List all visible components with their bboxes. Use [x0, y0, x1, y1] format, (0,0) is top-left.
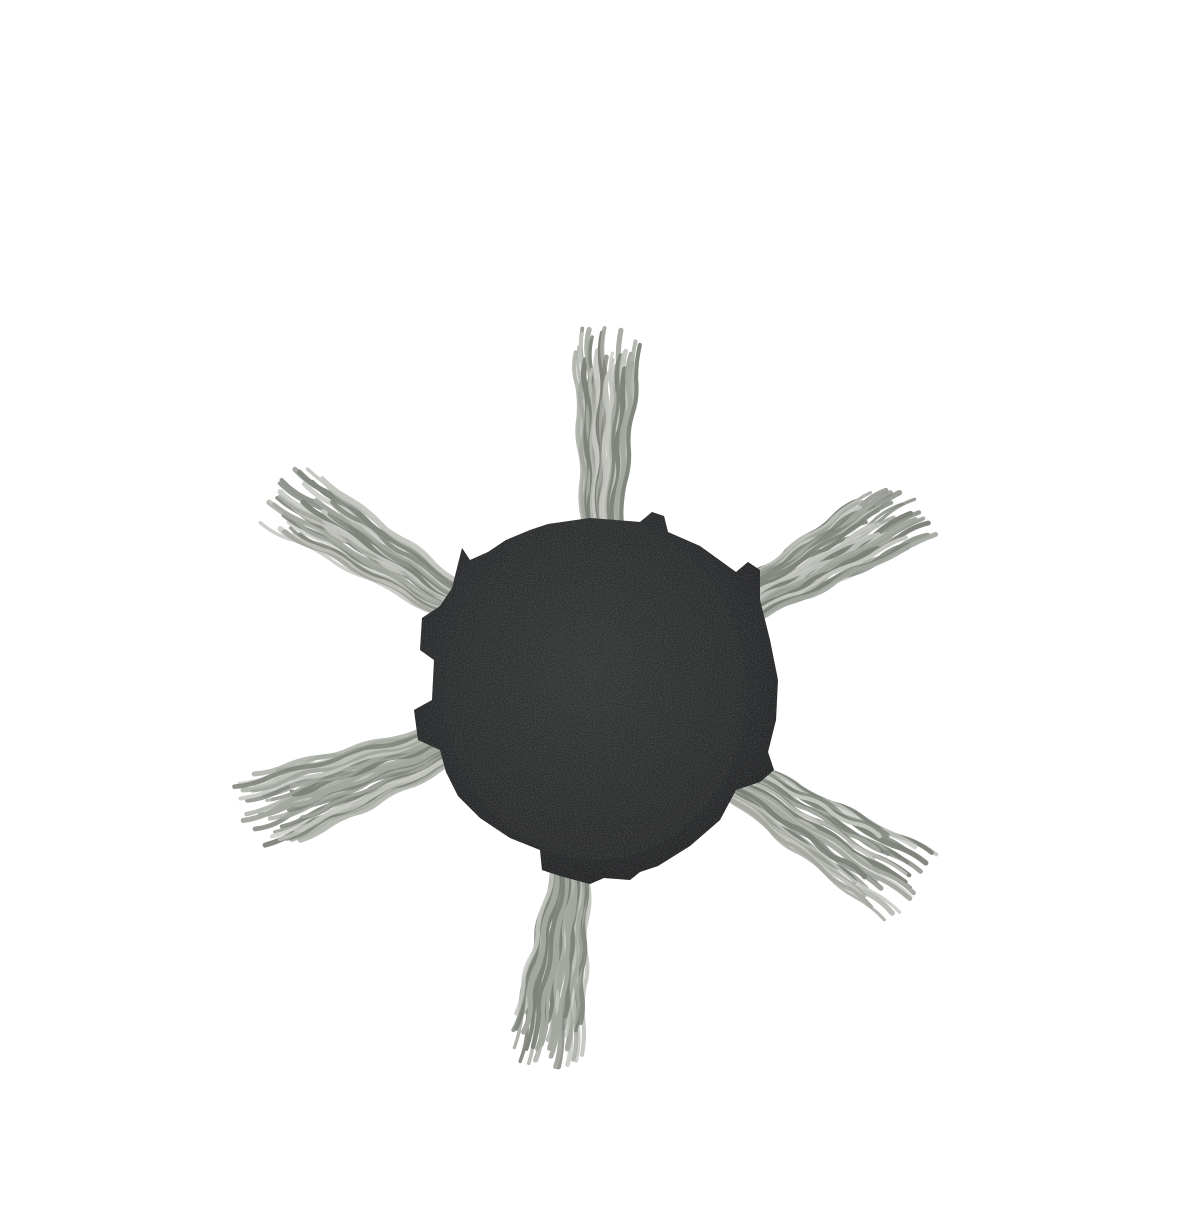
- hub-texture: [414, 512, 778, 884]
- bristle-strand: [613, 339, 638, 553]
- bristle-strand: [530, 845, 571, 1050]
- bristle-strand: [300, 748, 460, 819]
- bristle-strand: [251, 721, 452, 777]
- bristle-strand: [520, 844, 567, 1035]
- tuft-upper-left: [258, 466, 489, 633]
- bristle-strand: [291, 737, 456, 797]
- bristle-strand: [615, 342, 642, 553]
- bristle-strand: [240, 739, 458, 823]
- tuft-top: [572, 326, 642, 554]
- tuft-lower-left: [232, 721, 465, 848]
- bristle-strand: [293, 752, 463, 833]
- bristle-strand: [720, 768, 916, 896]
- bristle-strand: [232, 724, 452, 789]
- bristle-strand: [265, 735, 456, 803]
- bristle-strand: [716, 773, 884, 891]
- bristle-strand: [591, 348, 602, 553]
- bristle-strand: [514, 844, 562, 1016]
- brush-hub: [414, 512, 778, 884]
- bristle-strand: [723, 764, 908, 876]
- bristle-strand: [711, 784, 886, 922]
- bristle-strand: [711, 782, 873, 909]
- bristle-strand: [713, 780, 863, 897]
- bristle-strand: [731, 531, 939, 633]
